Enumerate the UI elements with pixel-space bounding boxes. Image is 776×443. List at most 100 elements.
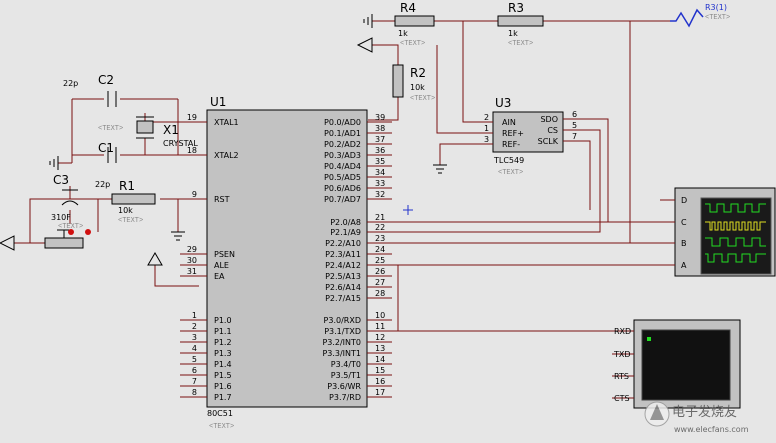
- u3-pin-name: CS: [547, 126, 558, 135]
- u1-pin-number: 6: [192, 366, 197, 375]
- u3-pin-number: 6: [572, 110, 577, 119]
- x1-value: CRYSTAL: [163, 139, 198, 148]
- voltage-probe[interactable]: R3(1) <TEXT>: [670, 3, 730, 28]
- u3-pin-name: REF-: [502, 140, 520, 149]
- ground-icon: [433, 164, 447, 174]
- u3-pin-number: 7: [572, 132, 577, 141]
- u1-pin-name: P0.0/AD0: [324, 118, 361, 127]
- ground-icon: [171, 231, 185, 241]
- button-indicator-icon: [68, 229, 74, 235]
- u1-pin-number: 1: [192, 311, 197, 320]
- r2-ref: R2: [410, 66, 426, 80]
- terminal-pin-label: RXD: [614, 327, 631, 336]
- u1-pin-number: 29: [187, 245, 197, 254]
- u1-pin-name: P3.2/INT0: [322, 338, 361, 347]
- reset-button[interactable]: <TEXT>: [44, 223, 91, 249]
- terminal-pin-label: TXD: [613, 350, 631, 359]
- c3-value: 310F: [51, 213, 71, 222]
- scope-channel-label: B: [681, 239, 687, 248]
- capacitor-c3[interactable]: C3 310F: [51, 173, 79, 222]
- terminal-cursor-icon: [647, 337, 651, 341]
- u1-pin-number: 2: [192, 322, 197, 331]
- r3-value: 1k: [508, 29, 518, 38]
- capacitor-c1[interactable]: C1 22p: [95, 141, 117, 189]
- r2-value: 10k: [410, 83, 425, 92]
- scope-trace-4: [705, 253, 766, 263]
- u1-pin-name: P2.6/A14: [325, 283, 361, 292]
- probe-icon: [670, 8, 704, 28]
- watermark-url: www.elecfans.com: [674, 425, 749, 434]
- u1-pin-name: P1.6: [214, 382, 232, 391]
- u1-pin-name: P0.4/AD4: [324, 162, 361, 171]
- u1-pin-name: XTAL1: [214, 118, 239, 127]
- u1-microcontroller[interactable]: U1 80C51 <TEXT> 19XTAL118XTAL29RST29PSEN…: [180, 95, 392, 431]
- power-arrow-icon: [0, 235, 15, 251]
- u1-pin-name: XTAL2: [214, 151, 239, 160]
- u1-pin-number: 24: [375, 245, 385, 254]
- ground-icon: [49, 156, 59, 170]
- u1-pin-number: 14: [375, 355, 385, 364]
- u3-pin-name: AIN: [502, 118, 516, 127]
- crystal-x1[interactable]: X1 CRYSTAL <TEXT>: [98, 116, 198, 148]
- u1-pin-name: P0.7/AD7: [324, 195, 361, 204]
- u1-pin-name: P3.6/WR: [327, 382, 361, 391]
- c1-value: 22p: [95, 180, 110, 189]
- ground-symbols: [0, 14, 447, 266]
- u1-pin-name: RST: [214, 195, 230, 204]
- u1-pin-number: 35: [375, 157, 385, 166]
- terminal-pin-label: RTS: [614, 372, 629, 381]
- u1-pin-name: P2.2/A10: [325, 239, 361, 248]
- u1-pin-number: 31: [187, 267, 197, 276]
- u1-pin-number: 8: [192, 388, 197, 397]
- x1-ref: X1: [163, 123, 179, 137]
- button-text-placeholder: <TEXT>: [58, 223, 83, 231]
- probe-text-placeholder: <TEXT>: [705, 14, 730, 22]
- ground-icon: [363, 14, 373, 28]
- u1-pin-name: P3.4/T0: [331, 360, 361, 369]
- resistor-r2[interactable]: R2 10k <TEXT>: [392, 64, 435, 103]
- r3-ref: R3: [508, 1, 524, 15]
- u1-pin-name: P2.0/A8: [330, 218, 361, 227]
- u1-pin-name: P3.1/TXD: [324, 327, 361, 336]
- scope-screen: [700, 197, 772, 275]
- capacitor-c2[interactable]: C2 22p: [63, 73, 117, 107]
- u1-pin-name: P1.4: [214, 360, 232, 369]
- u1-pin-number: 39: [375, 113, 385, 122]
- scope-trace-1: [705, 203, 766, 213]
- u1-pin-number: 3: [192, 333, 197, 342]
- u1-pin-name: ALE: [214, 261, 229, 270]
- u1-pin-number: 37: [375, 135, 385, 144]
- scope-trace-2: [705, 221, 766, 231]
- u1-text-placeholder: <TEXT>: [209, 423, 234, 431]
- u1-pin-number: 23: [375, 234, 385, 243]
- power-arrow-icon: [147, 252, 163, 266]
- u1-pin-name: P3.3/INT1: [322, 349, 361, 358]
- r1-value: 10k: [118, 206, 133, 215]
- u1-pin-name: P0.6/AD6: [324, 184, 361, 193]
- power-arrow-icon: [356, 37, 373, 53]
- u1-right-pins: 39P0.0/AD038P0.1/AD137P0.2/AD236P0.3/AD3…: [322, 113, 392, 402]
- u1-pin-name: P2.4/A12: [325, 261, 361, 270]
- u1-pin-number: 21: [375, 213, 385, 222]
- u1-pin-number: 17: [375, 388, 385, 397]
- u3-pin-name: SDO: [540, 115, 558, 124]
- u1-pin-name: P0.5/AD5: [324, 173, 361, 182]
- u1-pin-number: 22: [375, 223, 385, 232]
- resistor-r3[interactable]: R3 1k <TEXT>: [497, 1, 544, 48]
- r1-text-placeholder: <TEXT>: [118, 217, 143, 225]
- c3-ref: C3: [53, 173, 69, 187]
- u1-pin-number: 9: [192, 190, 197, 199]
- resistor-r1[interactable]: R1 10k <TEXT>: [111, 179, 156, 225]
- u1-pin-name: P0.1/AD1: [324, 129, 361, 138]
- resistor-r4[interactable]: R4 1k <TEXT>: [394, 1, 435, 48]
- u1-pin-number: 18: [187, 146, 197, 155]
- u3-text-placeholder: <TEXT>: [498, 169, 523, 177]
- u1-pin-number: 12: [375, 333, 385, 342]
